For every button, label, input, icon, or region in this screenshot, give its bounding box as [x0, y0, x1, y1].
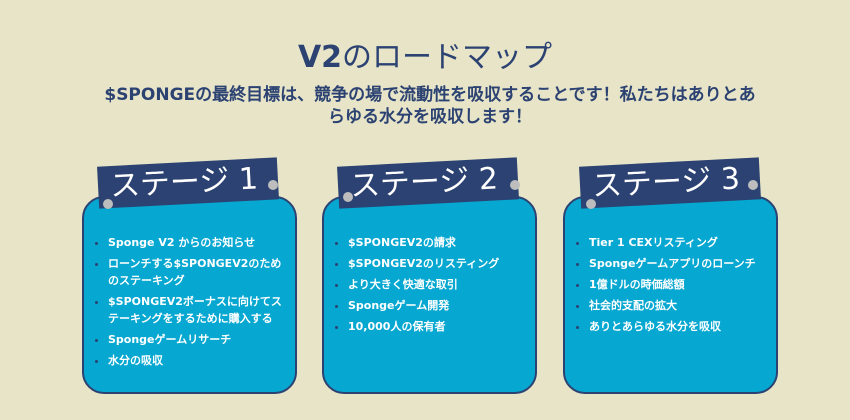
- list-item: 1億ドルの時価総額: [589, 276, 770, 293]
- list-item: 10,000人の保有者: [348, 318, 529, 335]
- list-item: 社会的支配の拡大: [589, 297, 770, 314]
- list-item: $SPONGEV2のリスティング: [348, 255, 529, 272]
- stage-2-card: $SPONGEV2の請求 $SPONGEV2のリスティング より大きく快適な取引…: [322, 196, 537, 394]
- list-item: 水分の吸収: [108, 352, 289, 369]
- subtitle: $SPONGEの最終目標は、競争の場で流動性を吸収することです！私たちはありとあ…: [104, 85, 756, 127]
- list-item: ローンチする$SPONGEV2のためのステーキング: [108, 255, 289, 289]
- list-item: Spongeゲーム開発: [348, 297, 529, 314]
- pin-icon: [268, 180, 278, 190]
- list-item: $SPONGEV2ボーナスに向けてステーキングをするために購入する: [108, 293, 289, 327]
- pin-icon: [103, 199, 113, 209]
- list-item: より大きく快適な取引: [348, 276, 529, 293]
- pin-icon: [510, 180, 520, 190]
- title-rest: のロードマップ: [342, 40, 553, 75]
- list-item: Spongeゲームリサーチ: [108, 331, 289, 348]
- stage-1-card: Sponge V2 からのお知らせ ローンチする$SPONGEV2のためのステー…: [82, 196, 297, 394]
- pin-icon: [586, 199, 596, 209]
- pin-icon: [748, 180, 758, 190]
- pin-icon: [343, 192, 353, 202]
- list-item: Tier 1 CEXリスティング: [589, 234, 770, 251]
- list-item: Sponge V2 からのお知らせ: [108, 234, 289, 251]
- stage-3-card: Tier 1 CEXリスティング Spongeゲームアプリのローンチ 1億ドルの…: [563, 196, 778, 394]
- title-bold: V2: [297, 40, 343, 75]
- page-title: V2のロードマップ: [0, 32, 850, 76]
- list-item: $SPONGEV2の請求: [348, 234, 529, 251]
- list-item: Spongeゲームアプリのローンチ: [589, 255, 770, 272]
- list-item: ありとあらゆる水分を吸収: [589, 318, 770, 335]
